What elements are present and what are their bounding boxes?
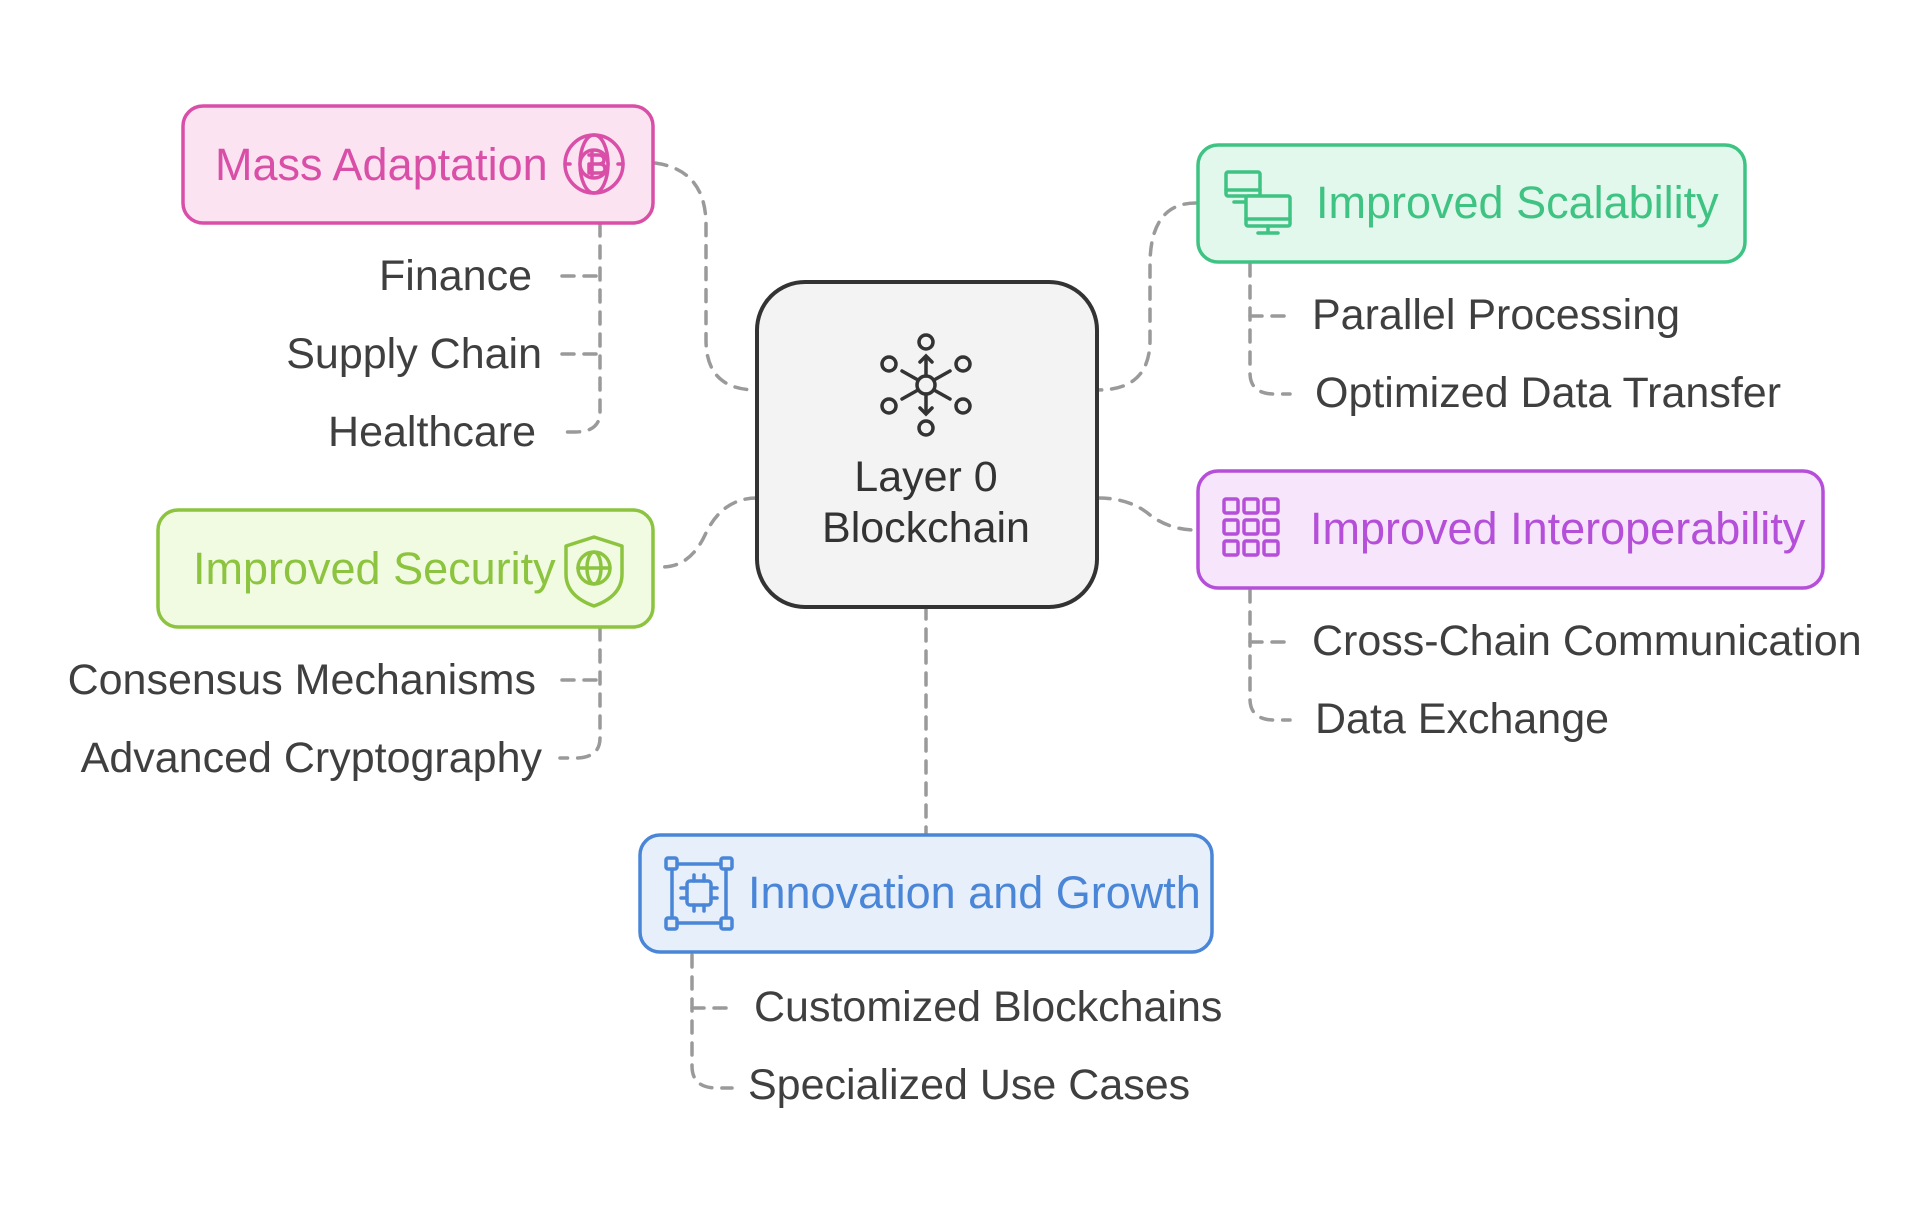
- computers-icon: [1224, 170, 1292, 235]
- branch-improved-scalability[interactable]: Improved Scalability: [1196, 143, 1747, 264]
- node-grid-icon: [1222, 497, 1280, 557]
- leaf-parallel-processing: Parallel Processing: [1312, 291, 1680, 339]
- bitcoin-globe-icon: [563, 133, 625, 195]
- improved-security-box: [156, 508, 655, 629]
- connector-center-improved-interoperability: [1096, 496, 1198, 532]
- branch-mass-adaptation[interactable]: Mass Adaptation: [181, 104, 655, 225]
- center-node-box: [755, 280, 1099, 609]
- leaf-cross-chain-communication: Cross-Chain Communication: [1312, 617, 1862, 665]
- center-title-line1: Layer 0: [854, 453, 997, 501]
- leaf-advanced-cryptography: Advanced Cryptography: [81, 734, 543, 782]
- center-title-line2: Blockchain: [822, 504, 1030, 552]
- leaf-healthcare: Healthcare: [328, 408, 536, 456]
- connectors: [558, 161, 1292, 1090]
- improved-scalability-box: [1196, 143, 1747, 264]
- leaf-customized-blockchains: Customized Blockchains: [754, 983, 1222, 1031]
- connector-mass-adaptation-trunk: [558, 222, 602, 434]
- mass-adaptation-box: [181, 104, 655, 225]
- shield-globe-icon: [564, 535, 624, 608]
- connector-center-improved-scalability: [1096, 201, 1198, 392]
- innovation-and-growth-title: Innovation and Growth: [748, 867, 1201, 918]
- improved-scalability-title: Improved Scalability: [1316, 177, 1719, 228]
- improved-interoperability-title: Improved Interoperability: [1310, 503, 1806, 554]
- connector-improved-security-trunk: [558, 626, 602, 760]
- leaf-specialized-use-cases: Specialized Use Cases: [748, 1061, 1190, 1109]
- network-hub-icon: [880, 333, 972, 437]
- branch-improved-security[interactable]: Improved Security: [156, 508, 655, 629]
- leaf-data-exchange: Data Exchange: [1315, 695, 1609, 743]
- connector-center-improved-security: [660, 496, 759, 569]
- improved-security-title: Improved Security: [193, 543, 556, 594]
- improved-interoperability-box: [1196, 469, 1825, 590]
- center-node[interactable]: Layer 0 Blockchain: [755, 280, 1099, 609]
- branch-innovation-and-growth[interactable]: Innovation and Growth: [638, 833, 1214, 954]
- chip-frame-icon: [664, 856, 734, 931]
- connector-innovation-trunk: [690, 953, 734, 1090]
- leaf-optimized-data-transfer: Optimized Data Transfer: [1315, 369, 1781, 417]
- connector-improved-scalability-trunk: [1248, 262, 1292, 396]
- leaf-consensus-mechanisms: Consensus Mechanisms: [68, 656, 536, 704]
- branch-improved-interoperability[interactable]: Improved Interoperability: [1196, 469, 1825, 590]
- leaf-supply-chain: Supply Chain: [286, 330, 542, 378]
- leaf-finance: Finance: [379, 252, 532, 300]
- mass-adaptation-title: Mass Adaptation: [215, 139, 548, 190]
- innovation-and-growth-box: [638, 833, 1214, 954]
- connector-center-mass-adaptation: [653, 161, 759, 392]
- connector-improved-interoperability-trunk: [1248, 588, 1292, 722]
